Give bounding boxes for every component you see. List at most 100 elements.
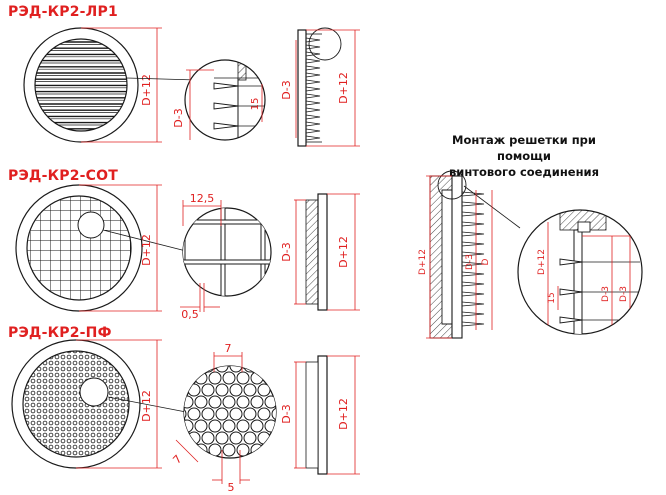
side-fin <box>305 72 321 78</box>
zoom-fin <box>213 102 239 110</box>
pf-pitch-label: 7 <box>225 342 232 355</box>
mount-zoom-d-label: D-3 <box>619 286 629 302</box>
perforation-hole <box>243 431 257 445</box>
sot-wire-label: 0,5 <box>181 308 199 321</box>
side-fin <box>305 114 321 120</box>
pf-front-view <box>11 339 141 469</box>
mount-d3-label: D-3 <box>465 254 475 270</box>
perforation-hole <box>215 383 229 397</box>
side-fin <box>305 58 321 64</box>
perforation-hole <box>184 383 187 397</box>
mount-zoom-15-label: 15 <box>547 292 557 303</box>
perforation-hole <box>184 431 187 445</box>
mount-fin <box>461 311 485 317</box>
sot-side-view <box>305 193 328 311</box>
lr1-dim-d3: D-3 <box>172 69 214 140</box>
perforation-hole <box>271 431 276 445</box>
perforation-hole <box>184 407 187 421</box>
side-fin <box>305 79 321 85</box>
title-sot: РЭД-КР2-СОТ <box>8 168 118 184</box>
sot-side-d12-label: D+12 <box>337 236 350 268</box>
lr1-detail-zoom <box>184 59 266 141</box>
sot-detail-circle <box>77 211 105 239</box>
perforation-hole <box>257 407 271 421</box>
side-fin <box>305 135 321 141</box>
mount-fin <box>461 321 485 327</box>
pf-detail-circle <box>79 377 109 407</box>
pf-perforation <box>23 351 129 457</box>
perforation-hole <box>257 383 271 397</box>
grid-bar-vertical <box>183 208 186 296</box>
perforation-hole <box>184 443 194 457</box>
perforation-hole <box>243 407 257 421</box>
pf-d12-label: D+12 <box>140 390 153 422</box>
zoom-fin <box>213 82 239 90</box>
mount-fin <box>461 221 485 227</box>
perforation-hole <box>201 407 215 421</box>
perforation-hole <box>208 371 222 385</box>
sot-cell-width-label: 12,5 <box>190 192 215 205</box>
perforation-hole <box>229 407 243 421</box>
side-fin <box>305 128 321 134</box>
lr1-side-d3-label: D-3 <box>280 80 293 99</box>
lr1-15-label: 15 <box>250 98 261 111</box>
perforation-hole <box>271 366 276 373</box>
perforation-hole <box>194 443 208 457</box>
perforation-hole <box>194 419 208 433</box>
perforation-hole <box>187 431 201 445</box>
perforation-hole <box>257 366 271 373</box>
perforation-hole <box>250 443 264 457</box>
perforation-hole <box>201 366 215 373</box>
perforation-hole <box>194 395 208 409</box>
perforation-hole <box>222 443 236 457</box>
mount-zoom-fin <box>559 316 583 324</box>
sot-dim-d12: D+12 <box>79 184 162 312</box>
perforation-hole <box>250 419 264 433</box>
perforation-hole <box>264 395 276 409</box>
pf-dim-d12: D+12 <box>76 339 162 469</box>
sot-grid-mesh <box>27 196 131 300</box>
pf-diam-label: 5 <box>228 481 235 494</box>
lr1-dim-15: 15 <box>250 84 263 122</box>
mount-d12-label: D+12 <box>418 249 428 275</box>
perforation-hole <box>215 366 229 373</box>
mount-fin <box>461 291 485 297</box>
sot-side-d3-label: D-3 <box>280 242 293 261</box>
lr1-side-view <box>297 29 322 147</box>
side-fin <box>305 44 321 50</box>
title-lr1: РЭД-КР2-ЛР1 <box>8 4 118 20</box>
perforation-hole <box>184 395 194 409</box>
perforation-hole <box>222 419 236 433</box>
perforation-hole <box>184 419 194 433</box>
perforation-hole <box>184 371 194 385</box>
sot-dim-12-5: 12,5 <box>182 192 222 226</box>
perforation-hole <box>229 366 243 373</box>
side-fin <box>305 107 321 113</box>
mount-fin <box>461 301 485 307</box>
title-pf: РЭД-КР2-ПФ <box>8 325 112 341</box>
pf-dim-7-top: 7 <box>213 342 243 372</box>
side-fin <box>305 37 321 43</box>
mounting-caption: Монтаж решетки при помощи винтового соед… <box>424 132 624 180</box>
pf-dim-7-diag: 7 <box>170 439 199 467</box>
mount-fin <box>461 191 485 197</box>
lr1-side-detail-circle <box>308 27 342 61</box>
mount-zoom-fin <box>559 258 583 266</box>
pf-side-dims: D+12 D-3 <box>280 355 360 475</box>
sot-front-view <box>15 184 143 312</box>
grid-bar-horizontal <box>183 219 271 225</box>
perforation-hole <box>222 371 236 385</box>
perforation-hole <box>236 419 250 433</box>
caption-line-1: Монтаж решетки при помощи <box>452 133 596 163</box>
mount-dims: D+12 D-3 D <box>418 175 493 339</box>
pf-diag-label: 7 <box>170 452 184 466</box>
pf-side-view <box>305 355 328 475</box>
side-fin <box>305 51 321 57</box>
sot-detail-zoom <box>182 207 272 297</box>
mount-fin <box>461 281 485 287</box>
perforation-hole <box>187 366 201 373</box>
mount-d-label: D <box>481 258 491 265</box>
mount-fin <box>461 261 485 267</box>
sot-leader-line <box>102 229 191 253</box>
